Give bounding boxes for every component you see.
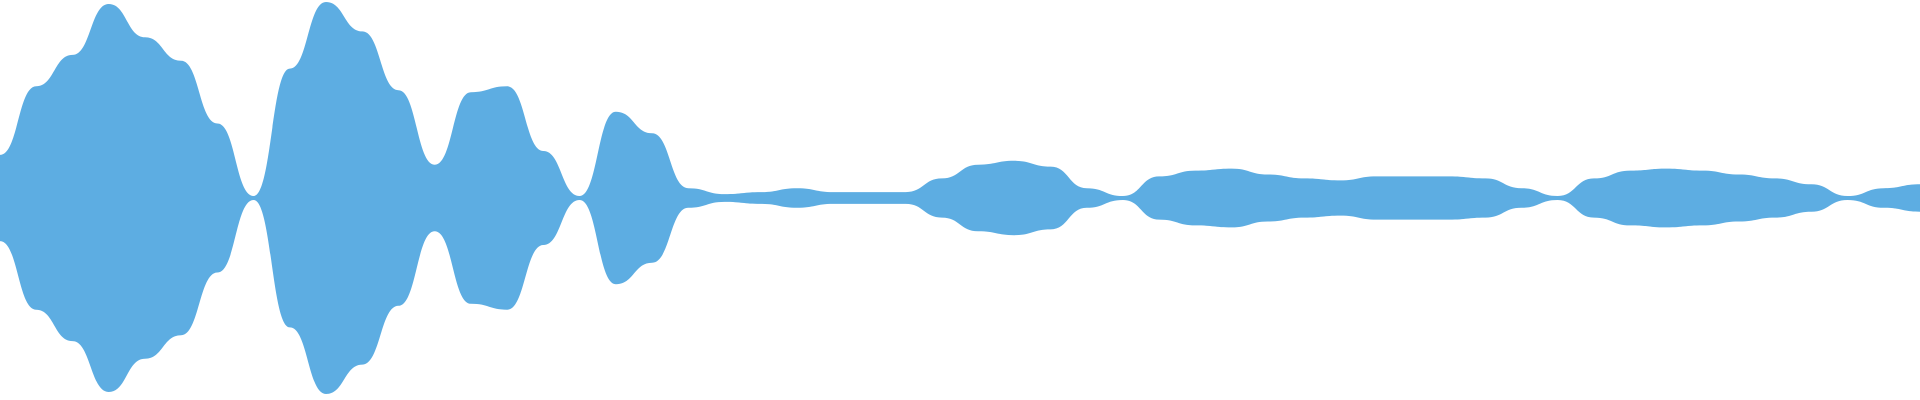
- audio-waveform-view[interactable]: [0, 0, 1920, 400]
- waveform-shape: [0, 2, 1920, 394]
- waveform-canvas[interactable]: [0, 0, 1920, 400]
